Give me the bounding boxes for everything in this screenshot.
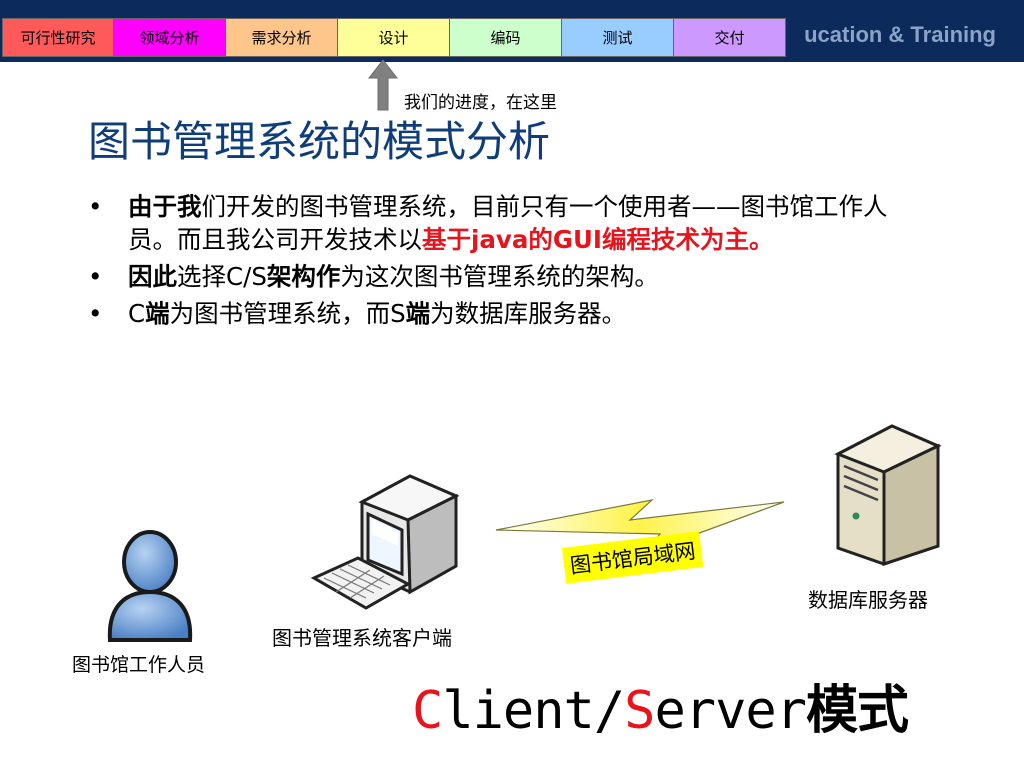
phase-domain-analysis[interactable]: 领域分析 <box>114 18 226 57</box>
bullet-2-text-2: 为这次图书管理系统的架构。 <box>340 262 659 291</box>
bullet-item: 由于我们开发的图书管理系统，目前只有一个使用者——图书馆工作人员。而且我公司开发… <box>88 190 928 256</box>
brand-text: ucation & Training <box>804 22 996 47</box>
bullet-1-highlight: 基于java的GUI编程技术为主。 <box>422 225 774 254</box>
server-icon <box>834 424 942 567</box>
person-label: 图书馆工作人员 <box>72 654 206 676</box>
bullet-item: C端为图书管理系统，而S端为数据库服务器。 <box>88 297 928 330</box>
progress-arrow-icon <box>367 59 399 111</box>
phase-requirements[interactable]: 需求分析 <box>226 18 338 57</box>
person-icon <box>107 530 193 642</box>
bullet-item: 因此选择C/S架构作为这次图书管理系统的架构。 <box>88 260 928 293</box>
page-title: 图书管理系统的模式分析 <box>88 117 551 166</box>
cs-mode-title: Client/Server模式 <box>412 668 909 743</box>
bullet-3-text: C <box>128 299 146 328</box>
client-label: 图书管理系统客户端 <box>272 626 452 650</box>
phase-coding[interactable]: 编码 <box>450 18 562 57</box>
lightning-bolt-icon <box>495 499 785 555</box>
computer-icon <box>310 474 460 610</box>
bullet-1-text: 们开发的图书管理系统，目前只有一个使用者——图书馆工作人员。而且我公司开发技术以 <box>128 192 888 254</box>
cs-title-s: S <box>624 681 655 741</box>
bullet-3-text-3: 为数据库服务器。 <box>430 299 627 328</box>
bullet-2-bold-2: 架构作 <box>266 262 341 291</box>
bullet-list: 由于我们开发的图书管理系统，目前只有一个使用者——图书馆工作人员。而且我公司开发… <box>88 190 928 334</box>
phase-testing[interactable]: 测试 <box>562 18 674 57</box>
cs-title-c: C <box>412 681 443 741</box>
cs-title-lient: lient/ <box>442 681 625 741</box>
cs-title-erver: erver <box>654 681 807 741</box>
bullet-1-bold: 由于我 <box>128 192 202 221</box>
phase-design[interactable]: 设计 <box>338 18 450 57</box>
bullet-2-text: 选择C/S <box>177 262 267 291</box>
progress-note: 我们的进度，在这里 <box>404 93 557 113</box>
bullet-3-bold-2: 端 <box>405 299 431 328</box>
phase-bar: 可行性研究 领域分析 需求分析 设计 编码 测试 交付 <box>2 18 786 57</box>
cs-title-mode: 模式 <box>806 681 909 741</box>
bullet-2-bold: 因此 <box>128 262 177 291</box>
server-label: 数据库服务器 <box>808 588 928 612</box>
bullet-3-text-2: 为图书管理系统，而S <box>169 299 406 328</box>
phase-delivery[interactable]: 交付 <box>674 18 786 57</box>
bullet-3-bold: 端 <box>145 299 170 328</box>
phase-feasibility[interactable]: 可行性研究 <box>2 18 114 57</box>
